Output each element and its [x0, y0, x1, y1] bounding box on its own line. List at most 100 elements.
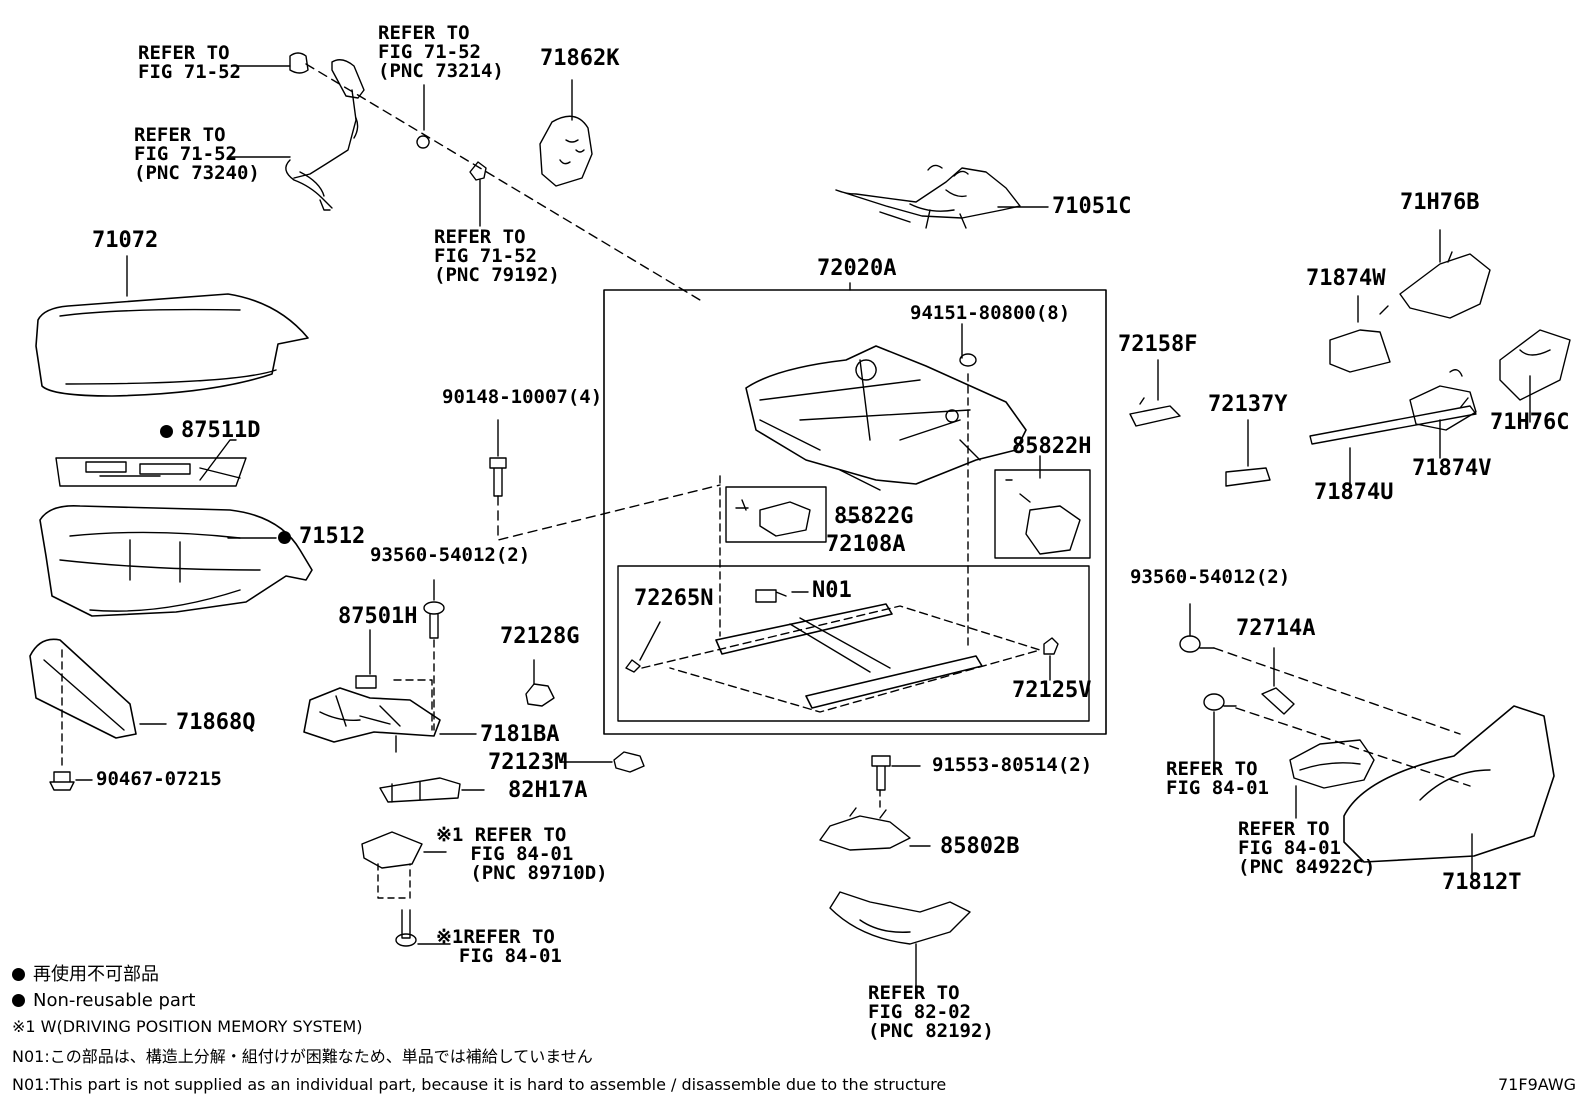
refer-label-fig-71-52: REFER TO FIG 71-52: [138, 42, 241, 83]
bolt-drawing-93560-right: [1179, 635, 1215, 653]
part-number-72265N[interactable]: 72265N: [634, 586, 714, 611]
part-number-85802B[interactable]: 85802B: [940, 834, 1020, 859]
part-drawing-85822H: [1005, 479, 1081, 555]
dashed-link: [1235, 707, 1471, 787]
part-drawing-71051C: [835, 164, 1021, 229]
part-number-72125V[interactable]: 72125V: [1012, 678, 1092, 703]
part-number-71512[interactable]: 71512: [278, 526, 365, 548]
dashed-link: [641, 605, 1041, 713]
part-number-87511D[interactable]: 87511D: [160, 420, 260, 442]
part-drawing-82H17A: [379, 777, 461, 803]
part-drawing-82192: [829, 891, 971, 945]
washer-drawing: [416, 135, 430, 149]
part-number-71072[interactable]: 71072: [92, 228, 159, 253]
part-number-72714A[interactable]: 72714A: [1236, 616, 1316, 641]
leader-line: [639, 621, 661, 661]
part-number-71812T[interactable]: 71812T: [1442, 870, 1522, 895]
dashed-link: [393, 679, 433, 731]
clip-drawing-72125V: [1043, 637, 1059, 655]
clip-drawing-90467: [49, 771, 75, 791]
legend-n01-note-jp: N01:この部品は、構造上分解・組付けが困難なため、単品では補給していません: [12, 1047, 593, 1066]
connector-87501H: [355, 675, 377, 689]
bolt-drawing-91553: [871, 755, 891, 791]
part-number-82H17A[interactable]: 82H17A: [508, 778, 588, 803]
part-drawing-71874W: [1329, 305, 1391, 373]
part-number-71H76C[interactable]: 71H76C: [1490, 410, 1570, 435]
part-number-72137Y[interactable]: 72137Y: [1208, 392, 1288, 417]
part-number-71862K[interactable]: 71862K: [540, 46, 620, 71]
part-number-7181BA[interactable]: 7181BA: [480, 722, 560, 747]
part-number-72158F[interactable]: 72158F: [1118, 332, 1198, 357]
part-number-71874V[interactable]: 71874V: [1412, 456, 1492, 481]
leader-line: [199, 439, 237, 481]
non-reusable-dot-icon: [278, 531, 291, 544]
seatbelt-harness-drawing: [285, 52, 365, 211]
part-drawing-87511D: [55, 457, 247, 487]
part-number-N01[interactable]: N01: [812, 578, 852, 603]
part-drawing-71072: [35, 293, 309, 397]
assembly-frame-72020A: [603, 289, 1107, 735]
screw-drawing-84-01-right: [1203, 693, 1237, 711]
refer-label-pnc-84922C: REFER TO FIG 84-01 (PNC 84922C): [1238, 818, 1376, 878]
dashed-link: [497, 484, 721, 541]
non-reusable-dot-icon: [12, 994, 25, 1007]
part-drawing-71512: [39, 504, 313, 617]
refer-label-fig-84-01-note: ※1REFER TO FIG 84-01: [436, 926, 562, 967]
part-drawing-72137Y: [1225, 467, 1271, 487]
part-number-72123M[interactable]: 72123M: [488, 750, 568, 775]
part-number-87501H[interactable]: 87501H: [338, 604, 418, 629]
part-number-72020A[interactable]: 72020A: [817, 256, 897, 281]
part-number-93560-54012-right[interactable]: 93560-54012(2): [1130, 566, 1291, 588]
group-frame-85822H: [994, 469, 1091, 559]
part-number-93560-54012-left[interactable]: 93560-54012(2): [370, 544, 531, 566]
non-reusable-dot-icon: [12, 968, 25, 981]
part-number-85822G[interactable]: 85822G: [834, 504, 914, 529]
dashed-link: [377, 863, 411, 899]
refer-label-fig-84-01: REFER TO FIG 84-01: [1166, 758, 1269, 799]
part-drawing-seat-frame: [745, 345, 1027, 491]
part-number-text: 87511D: [181, 418, 261, 443]
part-number-85822H[interactable]: 85822H: [1012, 434, 1092, 459]
part-drawing-85802B: [819, 807, 911, 851]
dashed-link: [1213, 647, 1461, 735]
refer-label-pnc-73240: REFER TO FIG 71-52 (PNC 73240): [134, 124, 260, 184]
figure-code: 71F9AWG: [1498, 1075, 1577, 1094]
assembly-frame-72108A: [617, 565, 1090, 722]
part-drawing-72714A: [1261, 687, 1295, 715]
part-drawing-71868Q: [29, 638, 137, 739]
legend-n01-note-en: N01:This part is not supplied as an indi…: [12, 1075, 947, 1094]
part-number-71874U[interactable]: 71874U: [1314, 480, 1394, 505]
part-drawing-7181BA: [303, 675, 441, 753]
legend-note-memory-system: ※1 W(DRIVING POSITION MEMORY SYSTEM): [12, 1017, 363, 1036]
part-number-94151-80800[interactable]: 94151-80800(8): [910, 302, 1071, 324]
part-drawing-71812T-detail: [1419, 769, 1491, 801]
part-drawing-71H76C: [1499, 329, 1571, 401]
legend-text: Non-reusable part: [33, 990, 196, 1011]
part-number-71H76B[interactable]: 71H76B: [1400, 190, 1480, 215]
part-number-72108A[interactable]: 72108A: [826, 532, 906, 557]
bolt-drawing-93560-left: [423, 601, 445, 639]
part-drawing-72108A: [715, 589, 983, 709]
part-number-90148-10007[interactable]: 90148-10007(4): [442, 386, 603, 408]
part-drawing-71862K: [539, 115, 593, 187]
legend-non-reusable-en: Non-reusable part: [12, 990, 195, 1012]
bracket-drawing-89710D: [361, 831, 423, 869]
nut-drawing-94151: [959, 353, 977, 367]
part-number-71874W[interactable]: 71874W: [1306, 266, 1386, 291]
part-number-71868Q[interactable]: 71868Q: [176, 710, 256, 735]
part-number-71051C[interactable]: 71051C: [1052, 194, 1132, 219]
refer-label-pnc-89710D: ※1 REFER TO FIG 84-01 (PNC 89710D): [436, 824, 608, 884]
part-drawing-85822G: [735, 499, 811, 537]
part-number-72128G[interactable]: 72128G: [500, 624, 580, 649]
part-number-90467-07215[interactable]: 90467-07215: [96, 768, 222, 790]
clip-drawing-72265N: [625, 659, 641, 673]
part-drawing-71H76B: [1399, 251, 1491, 319]
screw-drawing-84-01: [395, 909, 417, 947]
refer-label-pnc-73214: REFER TO FIG 71-52 (PNC 73214): [378, 22, 504, 82]
refer-label-pnc-82192: REFER TO FIG 82-02 (PNC 82192): [868, 982, 994, 1042]
bolt-drawing-90148: [489, 457, 507, 497]
part-number-91553-80514[interactable]: 91553-80514(2): [932, 754, 1093, 776]
legend-text: 再使用不可部品: [33, 964, 159, 985]
part-number-text: 71512: [299, 524, 366, 549]
